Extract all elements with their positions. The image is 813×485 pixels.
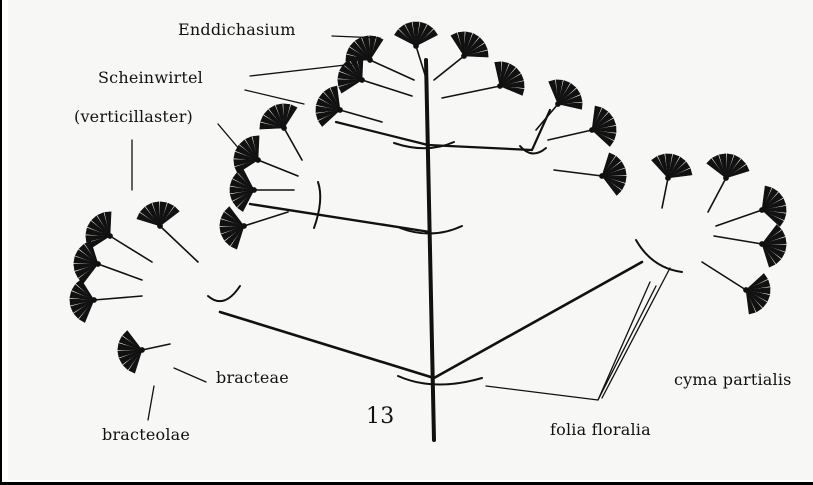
leader-line [245,90,304,104]
bract [314,182,320,228]
flower-cluster [118,331,145,373]
branch-left-upper [336,122,428,145]
label-bracteolae: bracteolae [102,425,190,444]
flower-cluster [600,153,627,195]
pedicel-stalk [708,178,726,212]
pedicel-stalk [142,344,170,350]
flower-cluster [549,80,582,109]
flower-cluster [70,280,97,323]
figure-number: 13 [366,404,394,429]
leader-line [218,124,240,150]
label-bracteae: bracteae [216,368,289,387]
flower-cluster [137,202,179,229]
flower-cluster [590,106,616,146]
pedicel-stalk [662,178,668,208]
leader-line [598,282,650,400]
bract [636,240,682,272]
flower-cluster [495,62,524,95]
branch-right-lower [434,262,642,378]
pedicel-stalk [340,110,382,122]
flower-cluster [260,104,297,131]
bract [208,286,240,301]
pedicel-stalk [284,128,302,160]
pedicel-stalk [370,60,414,80]
leader-line [174,368,206,382]
pedicel-stalk [442,86,500,98]
pedicel-stalk [714,236,762,244]
flower-cluster [74,241,101,283]
flower-cluster [707,154,749,181]
pedicel-stalk [434,56,464,80]
label-folia-floralia: folia floralia [550,420,651,439]
flower-cluster [316,86,342,126]
label-verticillaster: (verticillaster) [74,107,193,126]
pedicel-stalk [94,296,142,300]
pedicel-stalk [536,104,558,130]
pedicel-stalk [362,80,412,96]
label-enddichasium: Enddichasium [178,20,296,39]
pedicel-stalk [160,226,198,262]
pedicel-stalk [548,130,592,140]
pedicel-stalk [258,160,298,176]
flower-cluster [338,56,365,93]
flower-cluster [760,225,787,267]
flower-cluster [395,22,438,48]
flower-cluster [744,274,770,314]
pedicel-stalk [110,236,152,262]
leader-line [602,268,670,398]
pedicel-stalk [244,212,288,226]
label-scheinwirtel: Scheinwirtel [98,68,203,87]
flower-cluster [234,136,261,173]
flower-cluster [652,154,692,180]
branch-left-mid [250,204,430,232]
flower-cluster [220,207,247,249]
pedicel-stalk [554,170,602,176]
leader-line [148,386,154,420]
pedicel-stalk [98,264,142,280]
label-cyma-partialis: cyma partialis [674,370,792,389]
flower-cluster [451,32,488,59]
flower-cluster [760,186,786,226]
pedicel-stalk [702,262,746,290]
bract [398,376,482,385]
pedicel-stalk [716,210,762,226]
